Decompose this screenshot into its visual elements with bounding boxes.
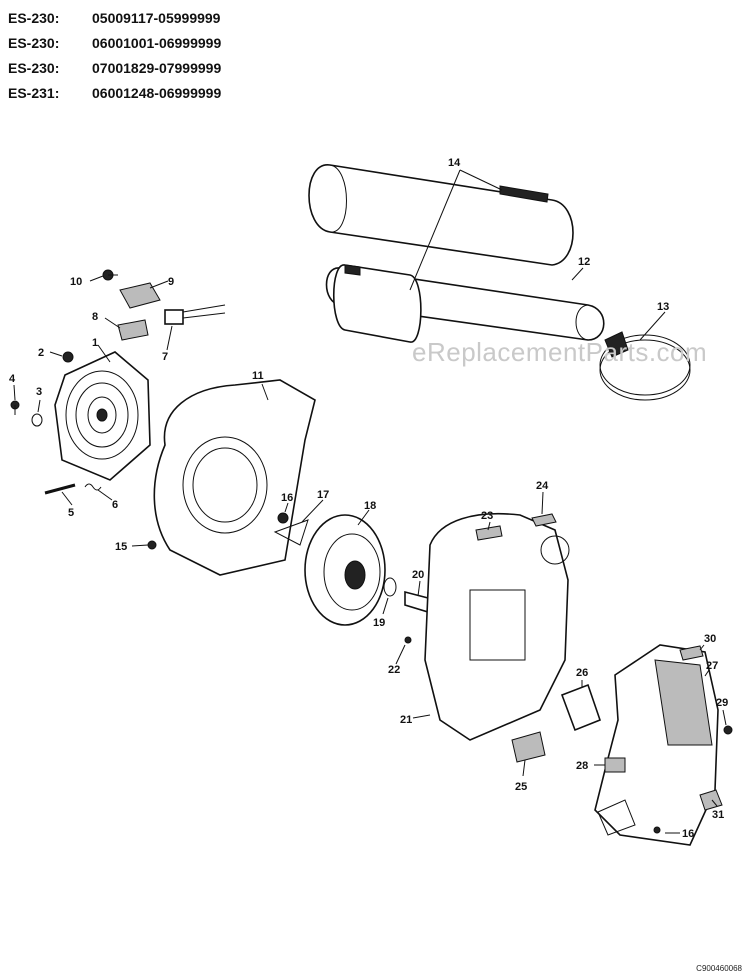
callout-22: 22 — [388, 664, 400, 676]
part-16-nut — [277, 512, 289, 524]
callout-21: 21 — [400, 714, 412, 726]
callout-13: 13 — [657, 301, 669, 313]
part-1-starter-housing — [54, 351, 151, 481]
callout-8: 8 — [92, 311, 98, 323]
part-3-washer — [31, 413, 43, 427]
model-row: ES-230: 05009117-05999999 — [8, 6, 221, 31]
callout-24: 24 — [536, 480, 549, 492]
part-7-switch — [164, 304, 226, 325]
callout-9: 9 — [168, 276, 174, 288]
callout-19: 19 — [373, 617, 385, 629]
part-21-engine-housing — [424, 512, 570, 741]
callout-30: 30 — [704, 633, 716, 645]
part-19-washer — [383, 577, 397, 597]
model-row: ES-230: 06001001-06999999 — [8, 31, 221, 56]
serial-range: 07001829-07999999 — [92, 60, 222, 76]
callout-7: 7 — [162, 351, 168, 363]
part-17-key — [273, 519, 309, 546]
callout-16: 16 — [281, 492, 293, 504]
callout-11: 11 — [252, 370, 264, 382]
part-5-pin — [44, 483, 76, 495]
serial-range: 05009117-05999999 — [92, 10, 221, 26]
part-2-screw — [62, 351, 74, 363]
model-row: ES-230: 07001829-07999999 — [8, 56, 221, 81]
callout-10: 10 — [70, 276, 82, 288]
callout-labels: 14 12 13 11 10 9 8 7 1 2 3 4 5 6 15 16 1… — [9, 157, 728, 840]
part-30-label — [679, 645, 704, 661]
callout-1: 1 — [92, 337, 98, 349]
part-22-screw — [404, 636, 412, 644]
model-name: ES-230: — [8, 35, 60, 51]
callout-3: 3 — [36, 386, 42, 398]
part-13-hose-clamp — [599, 331, 691, 401]
part-25-bracket — [511, 731, 546, 763]
callout-29: 29 — [716, 697, 728, 709]
model-row: ES-231: 06001248-06999999 — [8, 81, 221, 106]
part-4-bolt — [10, 400, 20, 415]
callout-31: 31 — [712, 809, 724, 821]
callout-20: 20 — [412, 569, 424, 581]
model-name: ES-230: — [8, 60, 60, 76]
part-11-fan-housing — [153, 379, 316, 576]
callout-25: 25 — [515, 781, 527, 793]
callout-12: 12 — [578, 256, 590, 268]
model-name: ES-231: — [8, 85, 60, 101]
callout-17: 17 — [317, 489, 329, 501]
part-15-screw — [147, 540, 157, 550]
drawing-code: C900460068 — [696, 964, 742, 973]
callout-16-lower: 16 — [682, 828, 694, 840]
callout-18: 18 — [364, 500, 376, 512]
serial-range: 06001248-06999999 — [92, 85, 222, 101]
part-16-screw-lower — [653, 826, 661, 834]
callout-27: 27 — [706, 660, 718, 672]
part-10-screw — [102, 269, 118, 281]
part-6-spring — [84, 483, 102, 491]
model-list: ES-230: 05009117-05999999 ES-230: 06001001… — [8, 6, 221, 106]
model-name: ES-230: — [8, 10, 60, 26]
callout-15: 15 — [115, 541, 127, 553]
part-24-label — [531, 513, 557, 527]
callout-4: 4 — [9, 373, 16, 385]
part-28-filter — [604, 757, 626, 773]
callout-26: 26 — [576, 667, 588, 679]
part-26-filter — [560, 683, 602, 732]
serial-range: 06001001-06999999 — [92, 35, 222, 51]
callout-23: 23 — [481, 510, 493, 522]
part-8-bracket — [117, 319, 149, 341]
part-23-label — [475, 525, 503, 541]
part-18-fan — [304, 514, 386, 626]
callout-2: 2 — [38, 347, 44, 359]
leader-lines — [13, 169, 727, 834]
part-29-knob — [723, 725, 733, 735]
callout-14: 14 — [448, 157, 461, 169]
callout-28: 28 — [576, 760, 588, 772]
part-9-bracket — [119, 282, 161, 309]
part-20-bolt — [404, 590, 429, 614]
part-14-sleeve-lower — [332, 264, 422, 343]
part-27-cover — [594, 644, 719, 846]
callout-5: 5 — [68, 507, 74, 519]
watermark: eReplacementParts.com — [412, 337, 708, 367]
callout-6: 6 — [112, 499, 118, 511]
